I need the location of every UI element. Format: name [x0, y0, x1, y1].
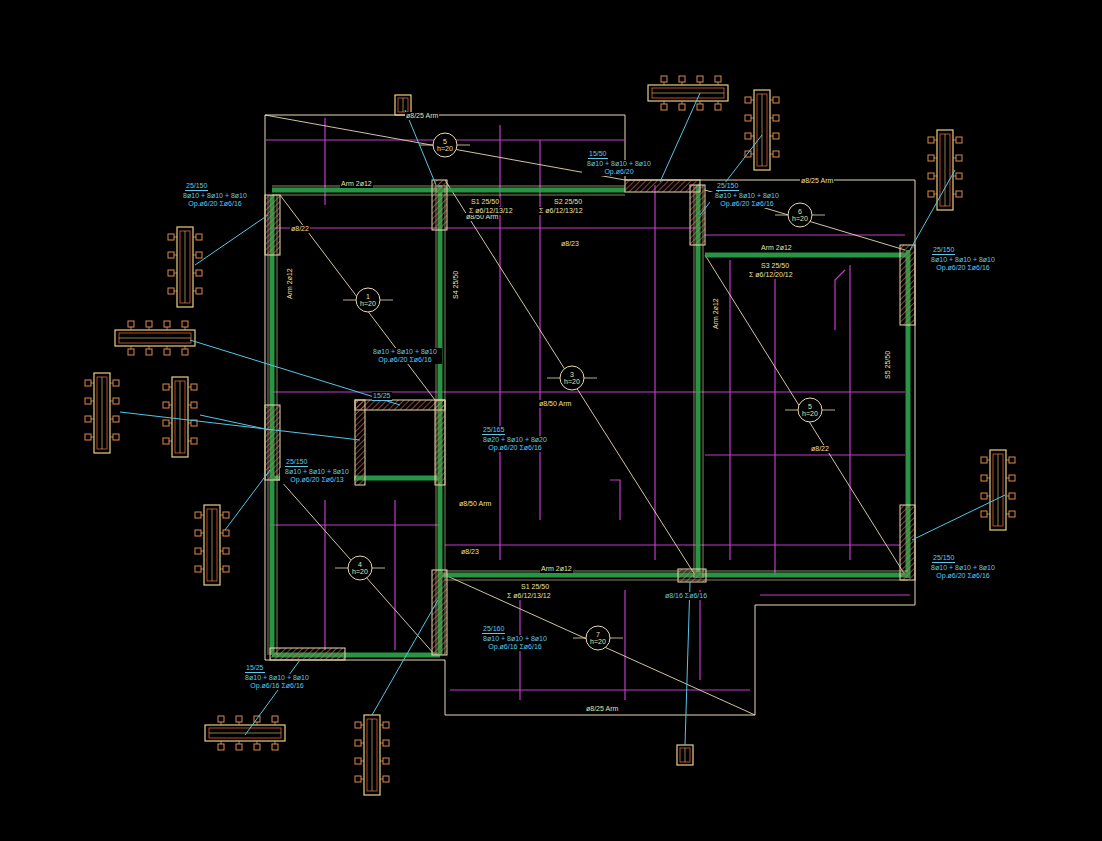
wall-note: 8ø10 + 8ø10 + 8ø10 Op.ø6/20 Σø6/16 [368, 348, 442, 364]
slab-number: 4 [358, 561, 362, 568]
wall-note: 8ø10 + 8ø10 + 8ø10 Op.ø6/20 Σø6/13 [280, 468, 354, 484]
slab-thickness: h=20 [352, 568, 368, 575]
rebar-note: ø8/25 Arm [800, 177, 834, 185]
wall-note: 25/150 [185, 182, 208, 191]
rebar-note: ø8/22 [290, 225, 310, 233]
slab-marker: 6h=20 [787, 202, 813, 228]
wall-note: 25/150 [716, 182, 739, 191]
slab-marker: 5h=20 [797, 397, 823, 423]
rebar-note: ø8/50 Arm [538, 400, 572, 408]
rebar-note: ø8/25 Arm [585, 705, 619, 713]
rebar-note: ø8/50 Arm [458, 500, 492, 508]
slab-thickness: h=20 [792, 215, 808, 222]
rebar-note: ø8/23 [460, 548, 480, 556]
wall-note: 25/160 [482, 625, 505, 634]
slab-number: 5 [443, 138, 447, 145]
slab-marker: 4h=20 [347, 555, 373, 581]
beam-note: Arm 2ø12 [540, 565, 573, 573]
beam-note: S4 25/50 [452, 270, 460, 300]
rebar-note: ø8/23 [560, 240, 580, 248]
wall-note: 8ø10 + 8ø10 + 8ø10 Op.ø6/16 Σø6/16 [240, 674, 314, 690]
slab-number: 5 [808, 403, 812, 410]
wall-note: 15/50 [588, 150, 608, 159]
slab-marker: 5h=20 [432, 132, 458, 158]
wall-note: ø8/16 Σø6/16 [664, 592, 708, 600]
wall-note: 15/25 [245, 664, 265, 673]
wall-note: 8ø10 + 8ø10 + 8ø10 Op.ø6/20 Σø6/16 [926, 564, 1000, 580]
slab-thickness: h=20 [360, 300, 376, 307]
beam-note: Arm 2ø12 [760, 244, 793, 252]
wall-note: 8ø10 + 8ø10 + 8ø10 Op.ø6/20 [582, 160, 656, 176]
wall-note: 25/150 [285, 458, 308, 467]
slab-thickness: h=20 [802, 410, 818, 417]
beam-note: S5 25/50 [884, 350, 892, 380]
wall-note: 8ø10 + 8ø10 + 8ø10 Op.ø6/20 Σø6/16 [926, 256, 1000, 272]
rebar-note: ø8/25 Arm [405, 112, 439, 120]
wall-note: 8ø10 + 8ø10 + 8ø10 Op.ø6/20 Σø6/16 [710, 192, 784, 208]
slab-number: 7 [596, 631, 600, 638]
slab-thickness: h=20 [437, 145, 453, 152]
wall-note: 8ø20 + 8ø10 + 8ø20 Op.ø6/20 Σø6/16 [478, 436, 552, 452]
beam-note: Σ ø6/12/13/12 [506, 592, 552, 600]
wall-note: 8ø10 + 8ø10 + 8ø10 Op.ø6/16 Σø6/16 [478, 635, 552, 651]
beam-note: Arm 2ø12 [286, 267, 294, 300]
beam-note: Σ ø6/12/13/12 [468, 207, 514, 215]
wall-note: 25/150 [932, 246, 955, 255]
slab-thickness: h=20 [564, 378, 580, 385]
slab-marker: 1h=20 [355, 287, 381, 313]
beam-note: S2 25/50 [553, 198, 583, 206]
slab-number: 1 [366, 293, 370, 300]
slab-thickness: h=20 [590, 638, 606, 645]
wall-note: 8ø10 + 8ø10 + 8ø10 Op.ø6/20 Σø6/16 [178, 192, 252, 208]
rebar-note: ø8/22 [810, 445, 830, 453]
wall-note: 25/150 [932, 554, 955, 563]
beam-note: Σ ø6/12/13/12 [538, 207, 584, 215]
beam-note: S3 25/50 [760, 262, 790, 270]
slab-number: 3 [570, 371, 574, 378]
beam-note: Arm 2ø12 [712, 297, 720, 330]
slab-marker: 7h=20 [585, 625, 611, 651]
wall-note: 25/165 [482, 426, 505, 435]
slab-marker: 3h=20 [559, 365, 585, 391]
slab-number: 6 [798, 208, 802, 215]
wall-note: 15/25 [372, 392, 392, 401]
beam-note: S1 25/50 [520, 583, 550, 591]
beam-note: S1 25/50 [470, 198, 500, 206]
beam-note: Arm 2ø12 [340, 180, 373, 188]
beam-note: Σ ø6/12/20/12 [748, 271, 794, 279]
